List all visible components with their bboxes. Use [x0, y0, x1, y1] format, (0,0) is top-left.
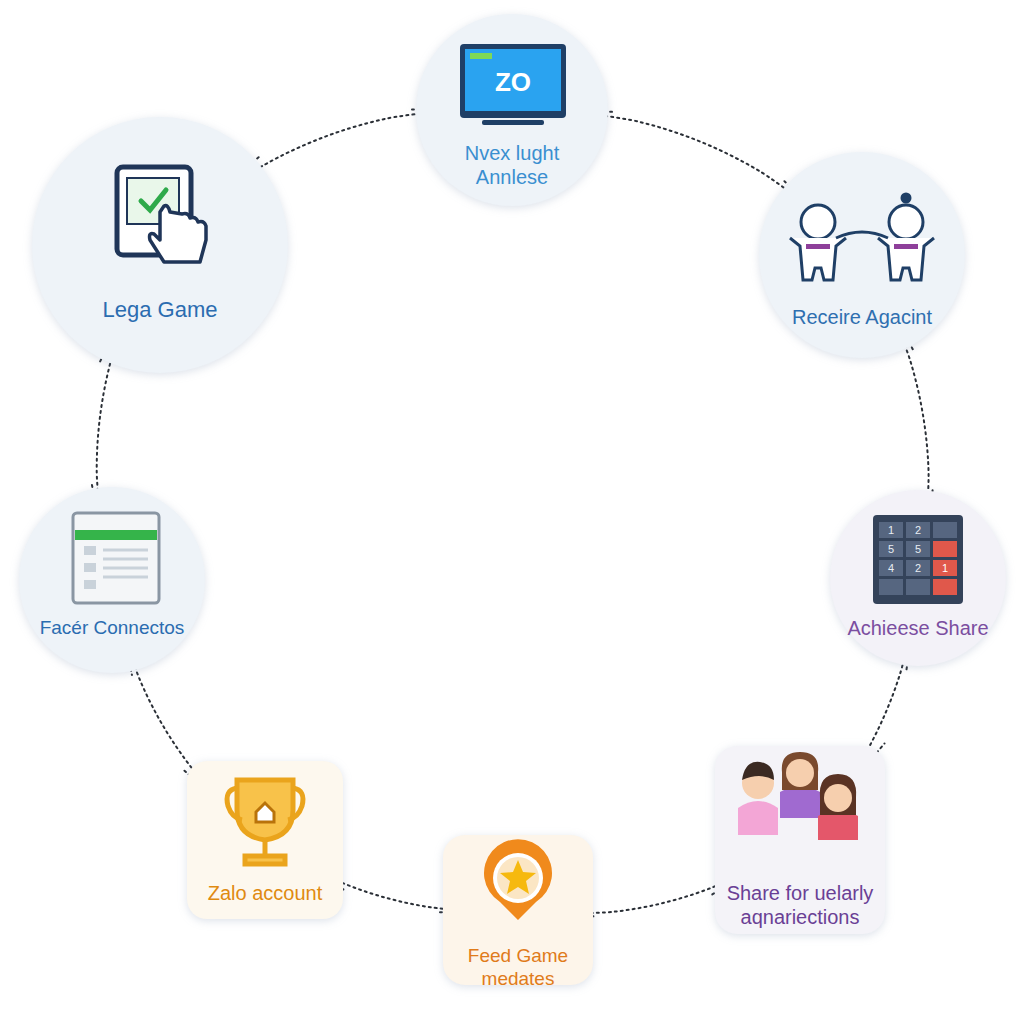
person-shirt	[738, 801, 778, 835]
node-circle	[759, 152, 965, 358]
hand-pointer	[150, 206, 207, 262]
keypad-key	[933, 522, 957, 538]
trophy-handle	[288, 788, 303, 820]
browser-frame	[73, 513, 159, 603]
figure-antenna	[902, 194, 910, 202]
node-label: Zalo account	[189, 881, 341, 905]
key-digit: 2	[915, 524, 921, 536]
monitor-screen	[465, 49, 561, 111]
trophy-handle	[227, 788, 242, 820]
node-circle	[19, 487, 205, 673]
browser-block	[84, 563, 96, 572]
node-label: Share for uelarly aqnariections	[716, 881, 884, 929]
badge-core	[497, 857, 539, 899]
keypad-key	[906, 541, 930, 557]
monitor-bar	[470, 53, 492, 59]
person-face	[824, 784, 852, 812]
figure-scarf	[806, 244, 830, 249]
browser-line	[103, 567, 148, 570]
browser-block	[84, 546, 96, 555]
person-face	[786, 759, 814, 787]
node-circle	[416, 14, 608, 206]
node-card	[715, 746, 885, 934]
node-label: Achieese Share	[832, 616, 1004, 640]
keypad-key	[933, 579, 957, 595]
node-circle	[830, 490, 1006, 666]
figure-head	[801, 205, 835, 239]
keypad-key	[879, 560, 903, 576]
trophy-cup	[237, 780, 293, 840]
browser-bar	[75, 530, 157, 540]
key-digit: 2	[915, 562, 921, 574]
circle-node: Receire Agacint	[757, 150, 967, 360]
node-outline	[757, 150, 967, 360]
browser-line	[103, 576, 148, 579]
people-icon	[738, 752, 858, 840]
node-label: Nvex lught Annlese	[427, 141, 597, 189]
badge-ring	[493, 853, 543, 903]
keypad-key	[933, 541, 957, 557]
keypad-key	[906, 560, 930, 576]
browser-line	[103, 558, 148, 561]
key-digit: 1	[888, 524, 894, 536]
browser-block	[84, 580, 96, 589]
figure-head	[889, 205, 923, 239]
keypad-key	[879, 541, 903, 557]
star-badge-icon	[484, 839, 552, 920]
monitor-stand	[482, 120, 544, 125]
keypad-key	[906, 579, 930, 595]
figures-icon	[790, 194, 934, 280]
tablet-icon	[117, 167, 206, 262]
badge-pin	[484, 839, 552, 920]
node-label: Facér Connectos	[24, 617, 200, 640]
keypad-icon	[873, 515, 963, 604]
figure-link	[836, 232, 888, 238]
key-digit: 5	[888, 543, 894, 555]
keypad-key	[879, 522, 903, 538]
node-circle	[32, 117, 288, 373]
dotted-connector	[576, 111, 814, 209]
key-digit: 1	[942, 562, 948, 574]
trophy-base	[245, 856, 285, 864]
screen-text: ZO	[495, 67, 531, 98]
person-hair	[820, 774, 856, 815]
monitor-icon	[460, 44, 566, 125]
node-card	[187, 761, 343, 919]
node-label: Feed Game medates	[445, 945, 591, 991]
person-hair	[782, 752, 818, 790]
badge-star	[500, 860, 536, 894]
keypad-body	[873, 515, 963, 604]
node-label: Receire Agacint	[767, 305, 957, 329]
key-digit: 4	[888, 562, 894, 574]
keypad-key	[933, 560, 957, 576]
trophy-house	[256, 803, 274, 822]
node-label: Lega Game	[60, 297, 260, 323]
browser-line	[103, 549, 148, 552]
figure-body	[878, 238, 934, 280]
keypad-key	[879, 579, 903, 595]
figure-body	[790, 238, 846, 280]
person-hair	[742, 762, 774, 780]
key-digit: 5	[915, 543, 921, 555]
keypad-key	[906, 522, 930, 538]
person-shirt	[780, 786, 820, 818]
browser-icon	[73, 513, 159, 603]
trophy-icon	[227, 780, 303, 864]
monitor-frame	[460, 44, 566, 118]
figure-scarf	[894, 244, 918, 249]
